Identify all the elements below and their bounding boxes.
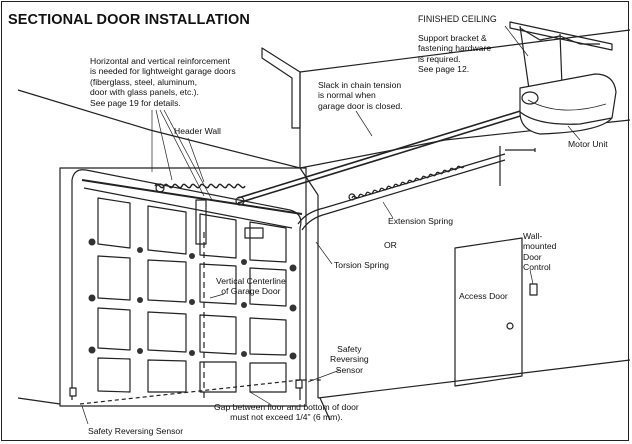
header-bracket [261,47,301,129]
torsion-spring-label: Torsion Spring [334,260,389,270]
wall-control [529,283,538,296]
torsion-spring [81,179,303,245]
header-wall-label: Header Wall [174,126,221,136]
reinforcement-note: Horizontal and vertical reinforcement is… [90,56,236,108]
extension-spring-pulley [348,193,356,201]
or-label: OR [384,240,397,250]
leader-lines [81,25,581,425]
horizontal-track [297,146,536,231]
finished-ceiling-label: FINISHED CEILING [418,14,497,24]
access-door-label: Access Door [459,291,508,301]
safety-sensor-left-label: Safety Reversing Sensor [88,426,184,436]
chain-slack-note: Slack in chain tension is normal when ga… [318,80,403,111]
support-bracket-label: Support bracket & fastening hardware is … [418,33,492,75]
motor-unit [519,73,617,135]
access-door [454,237,523,387]
extension-spring [351,165,465,199]
sensor-wiring [79,379,322,405]
vertical-centerline-label: Vertical Centerline of Garage Door [216,276,286,297]
safety-sensor-right-label: Safety Reversing Sensor [330,344,369,375]
garage-door [59,167,307,407]
extension-spring-label: Extension Spring [388,216,453,226]
opener-rail [237,107,531,204]
wall-control-label: Wall- mounted Door Control [523,231,557,273]
motor-unit-label: Motor Unit [568,139,608,149]
figure-title: SECTIONAL DOOR INSTALLATION [8,12,250,28]
floor-gap-note: Gap between floor and bottom of door mus… [214,402,359,423]
